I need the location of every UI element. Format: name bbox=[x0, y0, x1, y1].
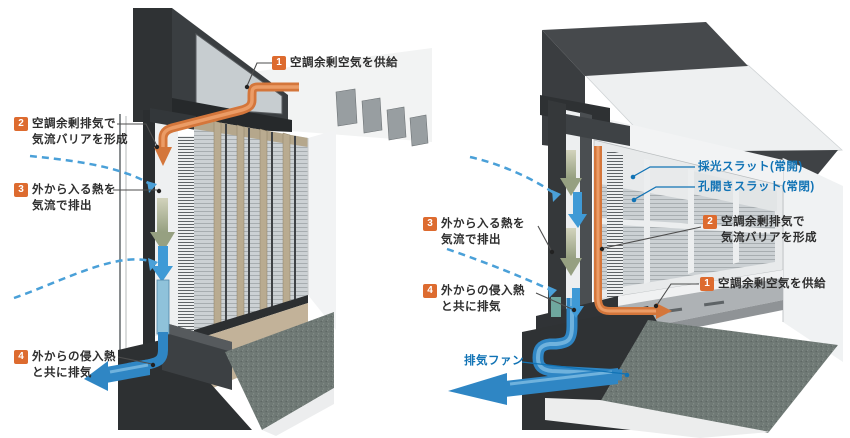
step3-text-line2: 気流で排出 bbox=[441, 234, 501, 246]
left-carpet-floor bbox=[225, 312, 334, 430]
label-right-step3-heat-removal: 3 外から入る熱を 気流で排出 bbox=[423, 216, 525, 248]
label-daylight-slat-normally-open: 採光スラット(常開) bbox=[698, 161, 803, 173]
supply-grille-arrow bbox=[656, 303, 672, 319]
left-airflow-dashed bbox=[13, 154, 151, 300]
label-perforated-slat-normally-closed: 孔開きスラット(常閉) bbox=[698, 181, 815, 193]
step3-badge: 3 bbox=[423, 217, 437, 231]
right-window bbox=[593, 139, 784, 310]
left-illustration bbox=[13, 8, 432, 436]
label-left-step2-air-barrier: 2 空調余剰排気で 気流バリアを形成 bbox=[14, 116, 128, 148]
right-heat-arrows bbox=[560, 150, 582, 276]
step2-text-line1: 空調余剰排気で bbox=[721, 216, 805, 228]
step1-text: 空調余剰空気を供給 bbox=[290, 57, 398, 69]
label-left-step4-exhaust: 4 外からの侵入熱 と共に排気 bbox=[14, 349, 116, 381]
step2-text-line2: 気流バリアを形成 bbox=[32, 134, 128, 146]
leader-lines-gray bbox=[113, 62, 702, 365]
step2-text-line2: 気流バリアを形成 bbox=[721, 232, 817, 244]
exhaust-duct bbox=[156, 279, 170, 335]
right-blind-slats bbox=[607, 150, 623, 300]
left-supply-duct-orange bbox=[154, 82, 299, 166]
step4-text-line2: と共に排気 bbox=[441, 301, 501, 313]
step4-text-line2: と共に排気 bbox=[32, 367, 92, 379]
step1-badge: 1 bbox=[700, 277, 714, 291]
step3-badge: 3 bbox=[14, 183, 28, 197]
left-structure-top bbox=[133, 8, 292, 132]
label-exhaust-fan: 排気ファン bbox=[464, 355, 524, 367]
left-side-wall bbox=[308, 130, 336, 330]
step1-text: 空調余剰空気を供給 bbox=[718, 278, 826, 290]
label-left-step1-supply-air: 1 空調余剰空気を供給 bbox=[272, 55, 398, 71]
step4-badge: 4 bbox=[14, 350, 28, 364]
label-right-step1-supply-air: 1 空調余剰空気を供給 bbox=[700, 276, 826, 292]
step1-badge: 1 bbox=[272, 56, 286, 70]
right-illustration bbox=[446, 22, 843, 438]
step4-text-line1: 外からの侵入熱 bbox=[441, 285, 525, 297]
exhaust-fan-arrow bbox=[448, 373, 507, 405]
left-blind-slats bbox=[178, 136, 194, 332]
step2-badge: 2 bbox=[703, 215, 717, 229]
left-window-panes bbox=[194, 118, 308, 330]
leader-dots-blue bbox=[624, 174, 637, 378]
step4-badge: 4 bbox=[423, 284, 437, 298]
exhaust-exit-arrow bbox=[84, 361, 108, 391]
leader-lines-blue bbox=[521, 166, 695, 375]
step2-text-line1: 空調余剰排気で bbox=[32, 118, 116, 130]
step2-badge: 2 bbox=[14, 117, 28, 131]
right-supply-duct-orange bbox=[594, 146, 672, 319]
left-ceiling bbox=[252, 48, 432, 147]
step4-text-line1: 外からの侵入熱 bbox=[32, 351, 116, 363]
label-right-step4-exhaust: 4 外からの侵入熱 と共に排気 bbox=[423, 283, 525, 315]
step3-text-line1: 外から入る熱を bbox=[32, 184, 116, 196]
leader-dots-gray bbox=[150, 84, 659, 368]
step3-text-line1: 外から入る熱を bbox=[441, 218, 525, 230]
label-left-step3-heat-removal: 3 外から入る熱を 気流で排出 bbox=[14, 182, 116, 214]
step3-text-line2: 気流で排出 bbox=[32, 200, 92, 212]
right-carpet-floor bbox=[600, 320, 838, 433]
left-heat-arrow bbox=[150, 198, 175, 252]
right-airflow-dashed bbox=[446, 155, 558, 293]
right-exhaust-blue bbox=[448, 298, 623, 405]
supply-air-arrow bbox=[154, 147, 172, 166]
label-right-step2-air-barrier: 2 空調余剰排気で 気流バリアを形成 bbox=[703, 214, 817, 246]
